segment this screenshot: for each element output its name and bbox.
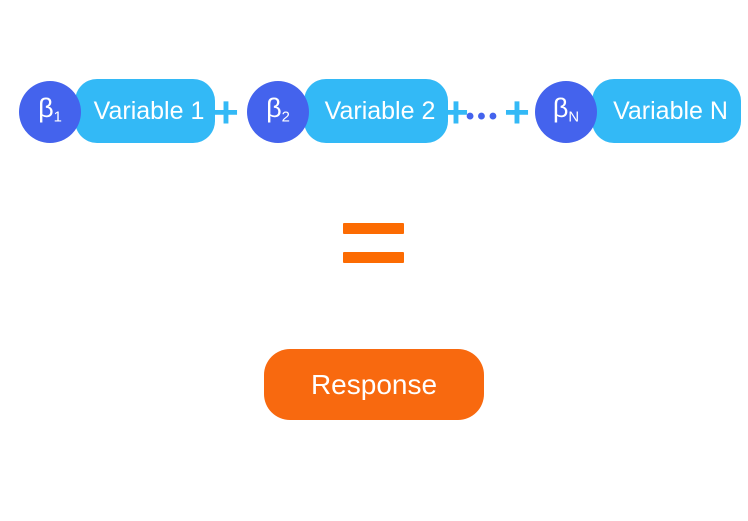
variable-2-pill: Variable 2 — [304, 79, 448, 143]
variable-N-pill: Variable N — [592, 79, 741, 143]
beta2-symbol: β2 — [266, 95, 290, 128]
beta2-base: β — [266, 93, 282, 124]
equals-bottom-bar — [343, 252, 404, 263]
plus-operator-2: + — [443, 88, 469, 137]
variable-1-label: Variable 1 — [93, 96, 205, 125]
coefficient-beta1-circle: β1 — [19, 81, 81, 143]
equals-top-bar — [343, 223, 404, 234]
equals-icon — [343, 223, 404, 263]
coefficient-betaN-circle: βN — [535, 81, 597, 143]
beta1-subscript: 1 — [53, 109, 62, 126]
variable-N-label: Variable N — [613, 96, 728, 125]
coefficient-beta2-circle: β2 — [247, 81, 309, 143]
variable-2-label: Variable 2 — [324, 96, 436, 125]
ellipsis-dots: ••• — [465, 103, 501, 130]
betaN-symbol: βN — [553, 95, 579, 128]
response-label: Response — [310, 368, 438, 400]
response-node: Response — [264, 349, 484, 420]
betaN-base: β — [552, 93, 569, 124]
beta1-symbol: β1 — [38, 95, 62, 128]
beta1-base: β — [38, 93, 54, 124]
plus-operator-1: + — [213, 88, 239, 137]
variable-1-pill: Variable 1 — [75, 79, 215, 143]
beta2-subscript: 2 — [281, 109, 290, 126]
betaN-subscript: N — [568, 109, 580, 126]
plus-operator-3: + — [504, 88, 530, 137]
